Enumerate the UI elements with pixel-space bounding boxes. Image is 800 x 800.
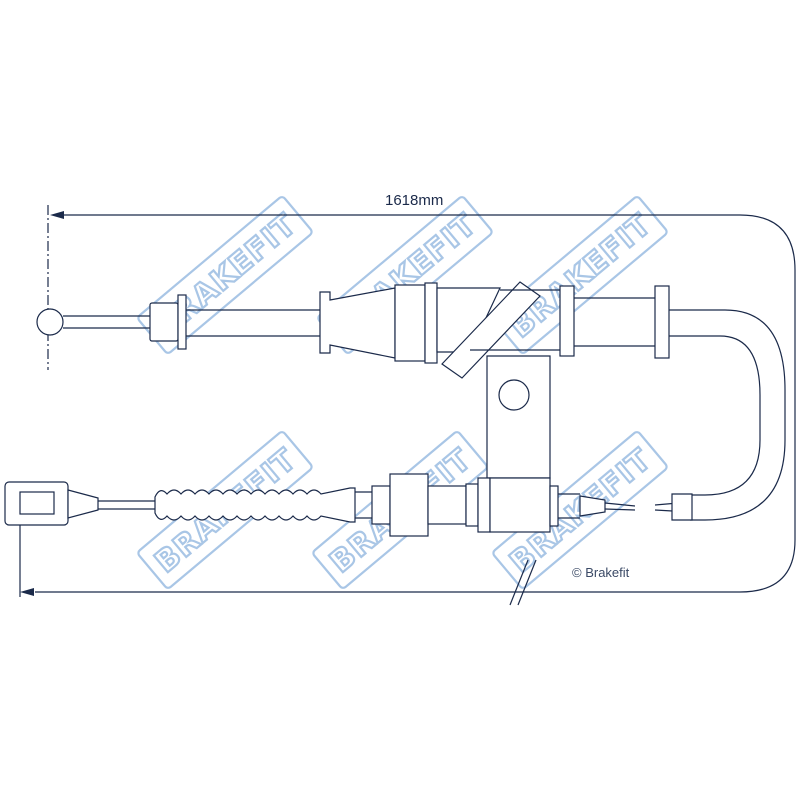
eyelet-end <box>36 308 64 336</box>
upper-cable-assembly <box>36 281 786 521</box>
arrow-head-bottom <box>20 588 34 596</box>
dimension-lines: 1618mm <box>19 192 796 597</box>
lower-cable-assembly <box>4 473 693 606</box>
watermark-3: BRAKEFIT <box>492 196 668 354</box>
mounting-hole <box>498 379 530 411</box>
center-bracket <box>486 355 551 479</box>
rubber-boot <box>154 487 356 523</box>
copyright-label: © Brakefit <box>572 565 630 580</box>
svg-text:BRAKEFIT: BRAKEFIT <box>503 207 658 345</box>
arrow-head-top <box>50 211 64 219</box>
length-dimension-label: 1618mm <box>385 192 443 209</box>
cable-break-symbol <box>509 559 537 606</box>
